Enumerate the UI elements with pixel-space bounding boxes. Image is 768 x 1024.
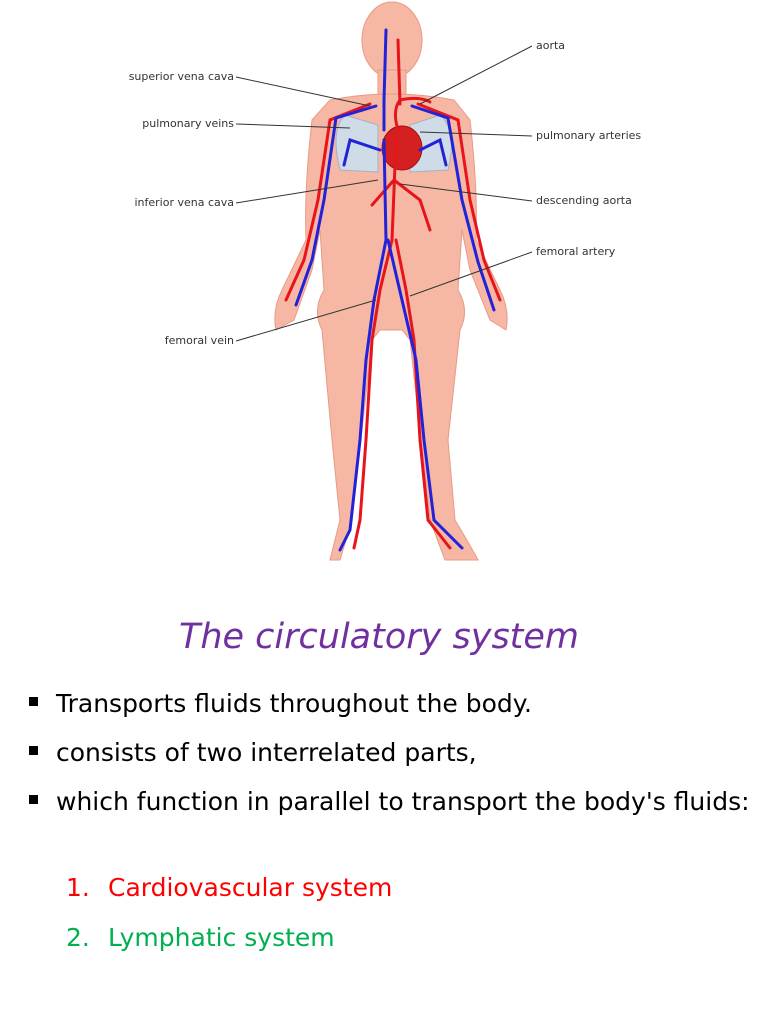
bullet-text: which function in parallel to transport … [56, 787, 750, 816]
bullet-text: consists of two interrelated parts, [56, 738, 477, 767]
bullet-list: Transports fluids throughout the body. c… [26, 686, 756, 833]
bullet-item: which function in parallel to transport … [26, 784, 756, 820]
label-inferior-vena-cava: inferior vena cava [134, 196, 234, 209]
bullet-square-icon [29, 746, 38, 755]
veins [294, 28, 496, 552]
bullet-item: Transports fluids throughout the body. [26, 686, 756, 722]
bullet-item: consists of two interrelated parts, [26, 735, 756, 771]
item-number: 2. [66, 923, 90, 952]
bullet-square-icon [29, 795, 38, 804]
leader-lines [235, 45, 533, 342]
bullet-text: Transports fluids throughout the body. [56, 689, 532, 718]
body-silhouette [274, 1, 508, 561]
item-text: Cardiovascular system [108, 873, 393, 902]
numbered-item-cardiovascular: 1. Cardiovascular system [66, 870, 392, 906]
label-descending-aorta: descending aorta [536, 194, 632, 207]
numbered-list: 1. Cardiovascular system 2. Lymphatic syst… [66, 870, 392, 970]
item-text: Lymphatic system [108, 923, 335, 952]
bullet-square-icon [29, 697, 38, 706]
slide-title: The circulatory system [178, 617, 580, 657]
heart [381, 125, 423, 171]
circulatory-system-diagram: superior vena cava pulmonary veins infer… [129, 1, 641, 561]
numbered-item-lymphatic: 2. Lymphatic system [66, 920, 392, 956]
label-aorta: aorta [536, 39, 565, 52]
label-pulmonary-veins: pulmonary veins [142, 117, 234, 130]
label-superior-vena-cava: superior vena cava [129, 70, 234, 83]
item-number: 1. [66, 873, 90, 902]
label-femoral-vein: femoral vein [165, 334, 234, 347]
label-pulmonary-arteries: pulmonary arteries [536, 129, 641, 142]
label-femoral-artery: femoral artery [536, 245, 616, 258]
